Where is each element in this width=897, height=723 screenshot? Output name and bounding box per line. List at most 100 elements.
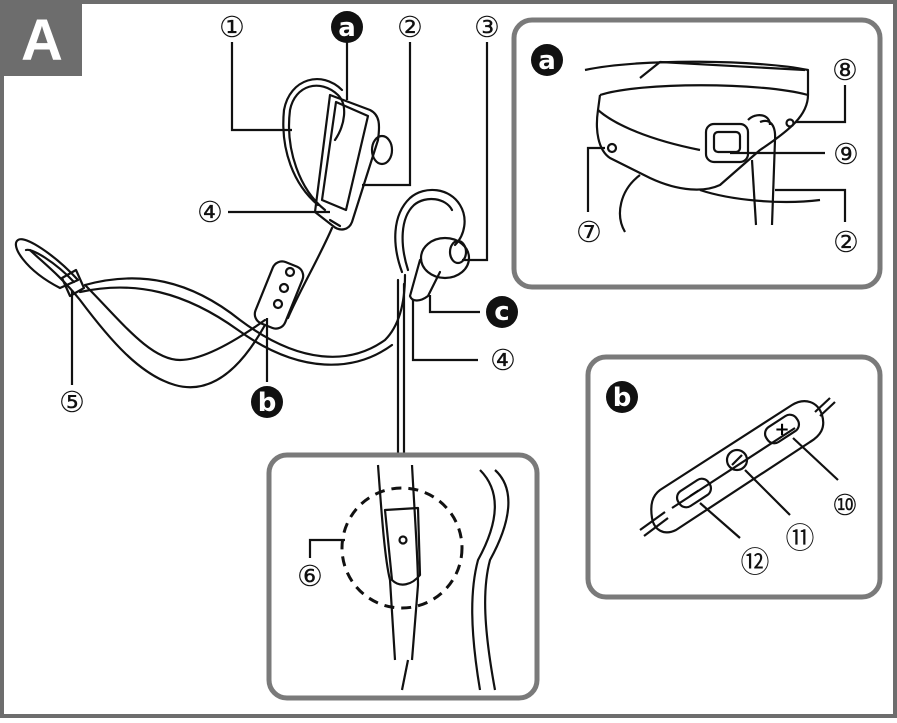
badge-a-panel-circle — [531, 44, 563, 76]
strap-clip — [60, 268, 86, 298]
leader-7 — [586, 146, 605, 212]
leader-6 — [308, 538, 345, 558]
callout-1: ① — [219, 10, 245, 44]
badge-b-main-circle — [251, 386, 283, 418]
detail-panel-b-frame — [585, 354, 883, 600]
detail-panel-a-frame — [511, 17, 883, 290]
panel-tag-bg — [2, 2, 82, 76]
leader-11 — [744, 469, 791, 516]
leader-8 — [795, 85, 847, 124]
badge-a-main: a — [331, 11, 363, 43]
leader-2-panel — [775, 188, 847, 222]
remote-plus-button — [763, 413, 801, 445]
callout-5: ⑤ — [59, 385, 85, 419]
neck-cable-front — [28, 248, 267, 389]
left-ear-hook — [288, 84, 346, 212]
callout-12: ⑫ — [740, 545, 769, 579]
main-remote-plus-button — [284, 266, 296, 278]
badge-a-main-label: a — [338, 13, 356, 43]
cable-strip-2 — [750, 159, 758, 226]
callout-3: ③ — [474, 10, 500, 44]
closeup-connector — [383, 506, 422, 586]
panel-tag: A — [2, 2, 82, 76]
detail-panel-cable-frame — [266, 452, 540, 701]
remote-inner-edge — [671, 427, 796, 509]
housing-top-face — [639, 60, 806, 79]
left-earpiece — [370, 134, 394, 166]
badge-a-panel: a — [531, 44, 563, 76]
callout-9: ⑨ — [833, 137, 859, 171]
main-remote-center-button — [278, 282, 290, 294]
callout-4-left: ④ — [197, 195, 223, 229]
right-ear-hook — [394, 188, 466, 274]
badge-b-main: b — [251, 386, 283, 418]
closeup-cable-bottom — [400, 659, 410, 691]
highlight-circle — [340, 486, 464, 610]
callout-8: ⑧ — [832, 53, 858, 87]
housing-closeup — [584, 60, 821, 233]
remote-closeup — [639, 397, 836, 537]
housing-body — [584, 60, 810, 191]
callout-7: ⑦ — [576, 215, 602, 249]
closeup-marker — [398, 535, 408, 545]
headphone-drawing — [14, 78, 471, 457]
callout-2-panel: ② — [833, 225, 859, 259]
badge-b-main-label: b — [258, 388, 277, 418]
right-housing — [408, 258, 442, 302]
remote-cable-right — [814, 397, 831, 413]
closeup-strap-left — [471, 469, 496, 691]
right-ear-hook-inner — [401, 197, 454, 272]
microphone-hole — [606, 142, 618, 154]
callout-4-right: ④ — [490, 343, 516, 377]
remote-center-button — [725, 448, 749, 472]
left-housing — [313, 93, 381, 231]
ear-hook-arc-right — [699, 188, 821, 204]
remote-center-mark — [731, 454, 743, 466]
badge-b-panel-circle — [606, 381, 638, 413]
leader-c — [428, 295, 480, 314]
remote-plus-symbol: + — [774, 419, 789, 440]
usb-port — [712, 130, 742, 154]
leader-12 — [699, 502, 741, 539]
panel-b-leaders — [699, 437, 839, 539]
badge-c-circle — [486, 296, 518, 328]
cable-closeup — [376, 464, 510, 691]
callout-6: ⑥ — [297, 559, 323, 593]
detail-panel-cable: ⑥ — [266, 452, 540, 701]
leader-4-right — [411, 300, 478, 362]
left-ear-hook-inner — [282, 78, 344, 207]
panel-a-leaders — [586, 85, 847, 222]
ear-hook-arc-left — [618, 174, 641, 233]
detail-panel-b: − + ⑩ ⑪ ⑫ b — [585, 354, 883, 600]
remote-minus-button — [675, 477, 713, 509]
badge-c-label: c — [494, 297, 509, 327]
badge-a-panel-label: a — [538, 46, 556, 76]
cable-strip-top — [747, 114, 772, 126]
badge-a-main-circle — [331, 11, 363, 43]
closeup-cable-right — [410, 464, 420, 661]
cable-left-to-remote — [286, 226, 334, 320]
badge-b-panel: b — [606, 381, 638, 413]
main-remote-minus-button — [272, 298, 284, 310]
leader-lines — [70, 42, 489, 385]
indicator-light — [785, 118, 795, 128]
panel-tag-label: A — [21, 8, 63, 73]
neck-cable-inner — [83, 283, 267, 362]
right-ear-tip — [448, 239, 468, 265]
callout-10: ⑩ — [832, 488, 858, 522]
right-earbud — [419, 236, 471, 280]
housing-side-edge — [597, 109, 701, 152]
detail-panel-a: ⑧ ⑨ ⑦ ② a — [511, 17, 883, 290]
callout-2: ② — [397, 10, 423, 44]
left-housing-face — [320, 100, 370, 212]
neck-cable-back — [83, 273, 407, 358]
badge-c: c — [486, 296, 518, 328]
badge-b-panel-label: b — [613, 383, 632, 413]
leader-10 — [792, 437, 839, 481]
usb-port-cover — [704, 122, 750, 164]
callout-11: ⑪ — [785, 521, 814, 555]
leader-2 — [362, 42, 412, 187]
remote-body — [650, 400, 825, 534]
